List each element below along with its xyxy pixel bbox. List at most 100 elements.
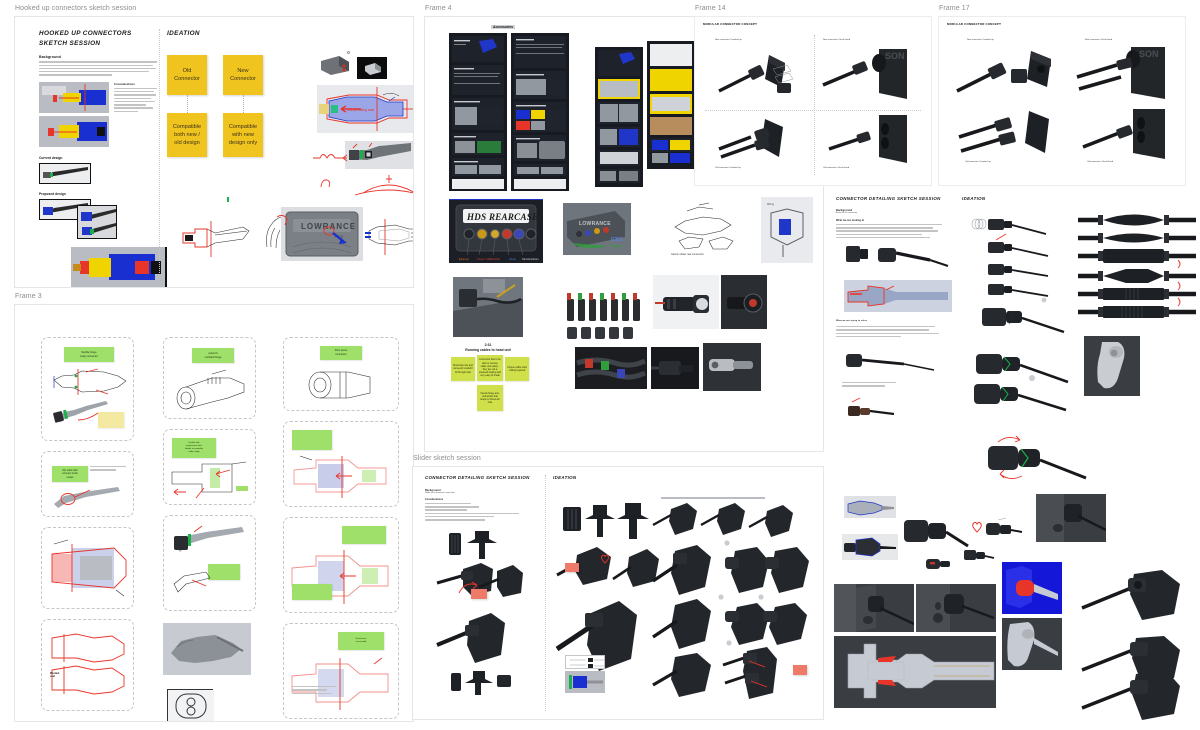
deck-title: Accessories xyxy=(491,25,515,29)
note-round-seal[interactable]: Round seal over-mould xyxy=(338,632,384,650)
current-design-image xyxy=(39,162,91,184)
considerations-body xyxy=(114,87,157,113)
svg-text:Power / NMEA2000: Power / NMEA2000 xyxy=(477,257,500,261)
proposed-design-image-2 xyxy=(77,204,117,239)
hooked-up-title-line1: HOOKED UP CONNECTORS xyxy=(39,30,132,37)
slider-heart-icon xyxy=(600,554,610,564)
proposed-design-label: Proposed design xyxy=(39,191,66,196)
note-flexible-hinge-detail[interactable] xyxy=(98,412,124,428)
lowrance-unit-photo: LOWRANCE HDS xyxy=(281,207,363,261)
note-green-connector[interactable] xyxy=(208,564,240,580)
ideation-small-connectors xyxy=(971,218,1065,334)
card-moulded-seal[interactable] xyxy=(283,517,399,613)
cdr-background-sub: Basis for the connector xyxy=(836,211,858,214)
slider-body-lines xyxy=(425,502,529,521)
proposed-design-images xyxy=(39,198,157,239)
card-rubber-seal[interactable] xyxy=(41,527,134,609)
sticky-new-connector-text: New Connector xyxy=(230,67,256,82)
slider-tag-note-2[interactable] xyxy=(565,563,579,572)
ideation-right-title: IDEATION xyxy=(962,196,986,201)
bottom-right-cluster xyxy=(826,492,1200,728)
frame-3[interactable]: Frame 3 flexible hinge snap connector xyxy=(14,293,414,722)
note-bonded-seal: Bonded seal xyxy=(50,672,60,678)
garmin-cad-block: Garmin sticker rear connectors xyxy=(669,201,753,263)
round-seal-notes xyxy=(292,686,336,696)
bottom-right-render-1 xyxy=(1081,570,1180,620)
frame-14-quadrant-1: New connector / hooked up xyxy=(715,39,811,105)
sticky-compatible-new-text: Compatible with new design only xyxy=(228,123,258,147)
frame-label-14: Frame 14 xyxy=(695,5,726,12)
slider-left-renders xyxy=(436,531,523,695)
note-press-fit[interactable]: press fit moulded hinge xyxy=(192,348,234,363)
note-press-seal[interactable] xyxy=(292,430,332,450)
note-moulded-seal[interactable] xyxy=(342,526,386,544)
frame-body-slider: CONNECTOR DETAILING SKETCH SESSION Backg… xyxy=(412,466,824,720)
cable-routing-photo xyxy=(453,277,523,337)
slider-ideation-col-a xyxy=(555,503,659,671)
frame-hooked-up[interactable]: Hooked up connectors sketch session HOOK… xyxy=(14,5,414,288)
note-flow-press[interactable]: Flow press connector xyxy=(320,346,362,360)
frame-slider[interactable]: Slider sketch session CONNECTOR DETAILIN… xyxy=(412,455,824,720)
cdr-footer-lines xyxy=(836,326,944,339)
card-press-seal[interactable] xyxy=(283,421,399,507)
slider-tag-note-3[interactable] xyxy=(793,665,807,675)
card-green-connector[interactable] xyxy=(163,515,256,611)
slider-mini-cad xyxy=(565,671,605,693)
note-frame4-1[interactable]: Mounting hole and connector wouldn't fit… xyxy=(451,357,475,381)
frame-4[interactable]: Frame 4 Accessories xyxy=(424,5,824,452)
cad-grey-connector xyxy=(1002,618,1062,670)
sticky-compatible-both[interactable]: Compatible both new / old design xyxy=(167,113,207,157)
frame-14-quadrant-4: Old connector / flush flared xyxy=(823,115,923,177)
svg-text:Compressing seal: Compressing seal xyxy=(347,108,374,112)
card-bonded-seal[interactable]: Bonded seal xyxy=(41,619,134,711)
note-double-ridge[interactable]: Double side compression lock. Harder to … xyxy=(172,438,216,458)
note-frame4-4[interactable]: Needs hinge anti-pull action that keeps … xyxy=(477,385,503,411)
background-body xyxy=(39,61,157,76)
frame-14-q2-label: New connector / flush flared xyxy=(823,39,851,41)
connector-pair-photo xyxy=(703,343,761,391)
render-grey-photo xyxy=(163,623,251,675)
frame-14[interactable]: Frame 14 MODULAR CONNECTOR CONCEPT New c… xyxy=(694,5,932,186)
lowrance-install-photo: LOWRANCE ICB2 xyxy=(563,203,631,255)
leader-flexible-hinge xyxy=(77,412,99,421)
hooked-up-ideation: IDEATION Old Connector New Connector Com… xyxy=(167,29,413,281)
note-flexible-hinge[interactable]: flexible hinge snap connector xyxy=(64,347,114,362)
cable-photo xyxy=(345,141,413,169)
hooked-up-title-line2: SKETCH SESSION xyxy=(39,39,101,47)
connector-detailing-right: CONNECTOR DETAILING SKETCH SESSION Backg… xyxy=(836,196,958,466)
current-design-label: Current design xyxy=(39,155,63,160)
frame-17[interactable]: Frame 17 MODULAR CONNECTOR CONCEPT New c… xyxy=(938,5,1186,186)
card-flow-press[interactable]: Flow press connector xyxy=(283,337,399,411)
hds-rearcase-slide: HDS REARCASE Ethernet Power / NMEA2000 S… xyxy=(449,199,543,263)
frame-14-q1-label: New connector / hooked up xyxy=(715,39,742,41)
sketch-bumps xyxy=(313,154,348,162)
card-round-seal[interactable]: Round seal over-mould xyxy=(283,623,399,719)
render-connector-detail-3 xyxy=(848,397,895,416)
card-double-ridge[interactable]: Double side compression lock. Harder to … xyxy=(163,429,256,505)
timestamp-block: 2:31 Running cables to head unit xyxy=(453,343,523,352)
slider-detailing-sheet: CONNECTOR DETAILING SKETCH SESSION Backg… xyxy=(425,475,543,523)
frame-label-hooked-up: Hooked up connectors sketch session xyxy=(15,5,137,12)
sticky-compatible-new[interactable]: Compatible with new design only xyxy=(223,113,263,157)
sticky-old-connector[interactable]: Old Connector xyxy=(167,55,207,95)
render-connector-detail-2 xyxy=(846,354,935,371)
connector-swatch-row xyxy=(565,285,645,343)
frame-body-14: MODULAR CONNECTOR CONCEPT New connector … xyxy=(694,16,932,186)
card-press-fit[interactable]: press fit moulded hinge xyxy=(163,337,256,419)
note-frame4-3[interactable]: Unique cable tools cutting required xyxy=(505,357,529,381)
card-render-grey[interactable] xyxy=(163,623,256,683)
note-frame4-2[interactable]: Connector has to be able to remove cable… xyxy=(477,355,503,381)
sticky-new-connector[interactable]: New Connector xyxy=(223,55,263,95)
install-photo-3 xyxy=(916,584,996,632)
sketch-flexible-hinge xyxy=(53,368,127,395)
note-moulded-seal-2[interactable] xyxy=(292,584,332,600)
card-clip-weld[interactable]: clip weld with connect knob snaps xyxy=(41,451,134,517)
render-clip-weld xyxy=(54,487,120,508)
sketch-rubber-seal xyxy=(51,539,127,597)
note-clip-weld[interactable]: clip weld with connect knob snaps xyxy=(52,466,88,482)
slider-divider xyxy=(545,475,546,711)
faceplate-drawing xyxy=(167,689,214,721)
card-flexible-hinge[interactable]: flexible hinge snap connector xyxy=(41,337,134,441)
slider-tag-note[interactable] xyxy=(471,589,487,599)
